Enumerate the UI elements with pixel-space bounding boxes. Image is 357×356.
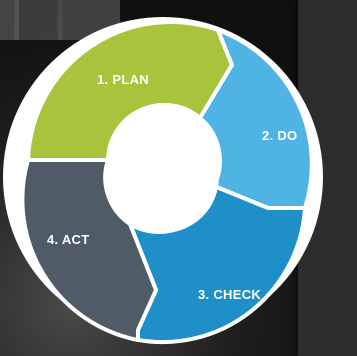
- label-act: 4. ACT: [47, 232, 90, 247]
- segment-act: [20, 158, 158, 342]
- segment-plan: [26, 20, 234, 162]
- label-do: 2. DO: [262, 128, 297, 143]
- label-check: 3. CHECK: [198, 287, 261, 302]
- label-plan: 1. PLAN: [97, 72, 149, 87]
- segment-do: [198, 28, 314, 210]
- center-circle: [107, 121, 219, 233]
